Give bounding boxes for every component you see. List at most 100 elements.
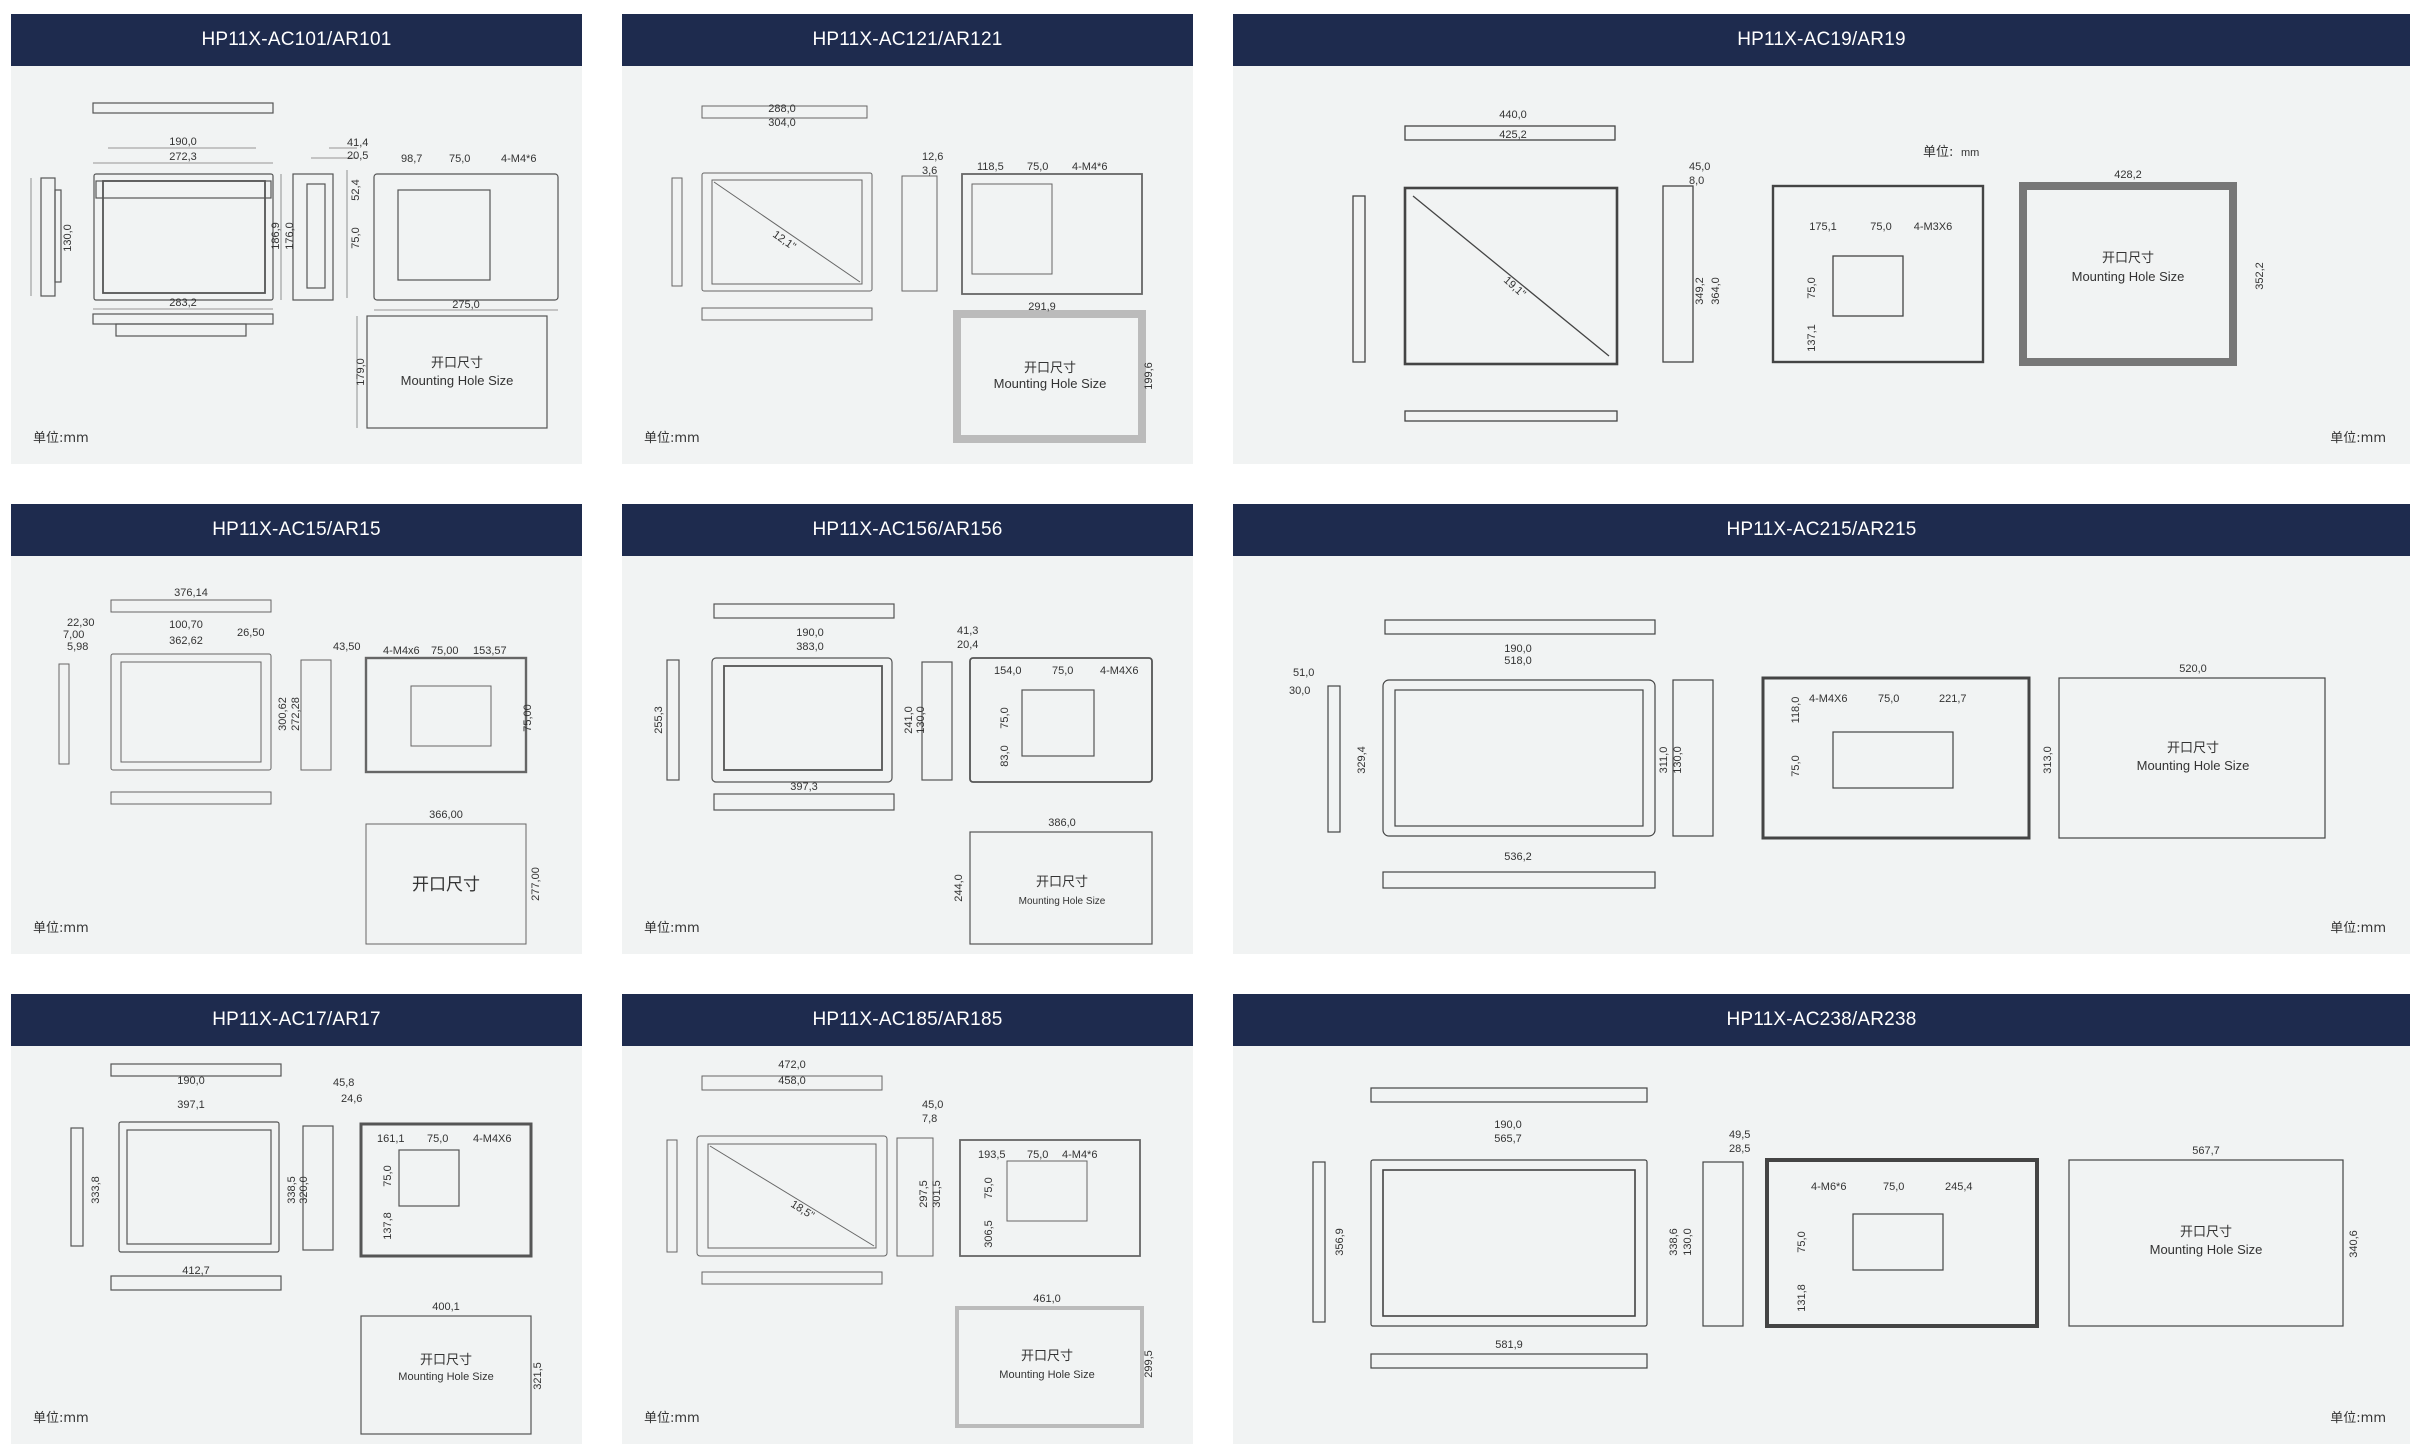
drawing-panel-ac215: HP11X-AC215/AR215 51,0 30,0 190,0 518,0 … [1233, 504, 2410, 954]
dim-text: 176,0 [284, 222, 296, 250]
dim-text: 100,70 [169, 619, 203, 631]
dim-text: 153,57 [473, 645, 507, 657]
dim-text: 4-M4*6 [1072, 161, 1107, 173]
dim-text: 193,5 [978, 1149, 1006, 1161]
dim-text: 376,14 [174, 587, 208, 599]
dim-text: 41,4 [347, 137, 368, 149]
dim-text: 283,2 [169, 297, 197, 309]
unit-label: 单位:mm [33, 921, 89, 936]
dim-text: 118,5 [977, 161, 1004, 173]
dim-text: 425,2 [1499, 129, 1527, 141]
dim-text: 24,6 [341, 1093, 362, 1105]
hole-label-en: Mounting Hole Size [1019, 896, 1106, 907]
dim-text: 137,8 [382, 1212, 394, 1240]
dim-text: 245,4 [1945, 1181, 1973, 1193]
technical-drawing: 376,14 100,70 362,62 26,50 22,30 7,00 5,… [11, 556, 582, 954]
unit-label: 单位:mm [2330, 1411, 2386, 1426]
dim-text: 137,1 [1806, 324, 1818, 352]
unit-note-value: mm [1961, 147, 1979, 159]
drawing-svg: 190,0 565,7 49,5 28,5 356,9 338,6 130,0 … [1312, 1087, 2360, 1369]
dim-text: 190,0 [1494, 1119, 1522, 1131]
dim-text: 397,3 [790, 781, 818, 793]
dim-text: 19,1" [1501, 274, 1528, 300]
dim-text: 75,0 [427, 1133, 448, 1145]
drawing-panel-ac121: HP11X-AC121/AR121 288,0 304,0 12,6 3,6 1… [622, 14, 1193, 464]
dim-text: 12,6 [922, 151, 943, 163]
dim-text: 30,0 [1289, 685, 1310, 697]
dim-text: 41,3 [957, 625, 978, 637]
dim-text: 75,0 [1052, 665, 1073, 677]
dim-text: 45,0 [1689, 161, 1710, 173]
hole-label-cn: 开口尺寸 [1036, 875, 1088, 890]
dim-text: 154,0 [994, 665, 1022, 677]
dim-text: 161,1 [377, 1133, 405, 1145]
dim-text: 75,0 [1878, 693, 1899, 705]
dim-text: 75,00 [431, 645, 459, 657]
dim-text: 320,0 [298, 1176, 310, 1204]
unit-label: 单位:mm [644, 431, 700, 446]
dim-text: 567,7 [2192, 1145, 2220, 1157]
drawing-svg: 472,0 458,0 45,0 7,8 18,5" 297,5 301,5 1… [666, 1059, 1155, 1428]
dim-text: 520,0 [2179, 663, 2207, 675]
dim-text: 356,9 [1334, 1228, 1346, 1256]
dim-text: 3,6 [922, 165, 937, 177]
dim-text: 45,8 [333, 1077, 354, 1089]
dim-text: 277,00 [530, 867, 542, 901]
dim-text: 304,0 [768, 117, 796, 129]
technical-drawing: 51,0 30,0 190,0 518,0 329,4 311,0 130,0 … [1233, 556, 2410, 954]
dim-text: 366,00 [429, 809, 463, 821]
dim-text: 221,7 [1939, 693, 1967, 705]
dim-text: 49,5 [1729, 1129, 1750, 1141]
dim-text: 440,0 [1499, 109, 1527, 121]
dim-text: 4-M4X6 [1809, 693, 1848, 705]
panel-title: HP11X-AC156/AR156 [622, 504, 1193, 556]
dim-text: 7,00 [63, 629, 84, 641]
dim-text: 255,3 [653, 706, 665, 734]
dim-text: 321,5 [532, 1362, 544, 1390]
dim-text: 28,5 [1729, 1143, 1750, 1155]
drawing-svg: 190,0 383,0 41,3 20,4 154,0 75,0 4-M4X6 … [653, 603, 1153, 945]
dim-text: 175,1 [1809, 221, 1837, 233]
drawing-panel-ac156: HP11X-AC156/AR156 190,0 383,0 41,3 20,4 … [622, 504, 1193, 954]
dim-text: 52,4 [350, 179, 362, 200]
unit-note: 单位: [1923, 145, 1953, 160]
dim-text: 20,5 [347, 150, 368, 162]
dim-text: 130,0 [915, 706, 927, 734]
dim-text: 412,7 [182, 1265, 210, 1277]
unit-label: 单位:mm [33, 1411, 89, 1426]
dim-text: 130,0 [1682, 1228, 1694, 1256]
dim-text: 22,30 [67, 617, 95, 629]
dim-text: 275,0 [452, 299, 480, 311]
dim-text: 311,0 [1658, 747, 1670, 774]
dim-text: 352,2 [2254, 262, 2266, 290]
unit-label: 单位:mm [644, 921, 700, 936]
hole-label-en: Mounting Hole Size [398, 1371, 493, 1383]
dim-text: 75,0 [1027, 1149, 1048, 1161]
dim-text: 75,0 [1883, 1181, 1904, 1193]
dim-text: 118,0 [1790, 697, 1802, 724]
dim-text: 364,0 [1710, 277, 1722, 305]
dim-text: 333,8 [90, 1176, 102, 1204]
technical-drawing: 440,0 425,2 45,0 8,0 19,1" 349,2 364,0 1… [1233, 66, 2410, 464]
hole-label-en: Mounting Hole Size [2150, 1242, 2263, 1257]
hole-label-en: Mounting Hole Size [999, 1369, 1094, 1381]
hole-label-en: Mounting Hole Size [401, 373, 514, 388]
dim-text: 20,4 [957, 639, 978, 651]
dim-text: 7,8 [922, 1113, 937, 1125]
panel-title: HP11X-AC101/AR101 [11, 14, 582, 66]
dim-text: 428,2 [2114, 169, 2142, 181]
hole-label-cn: 开口尺寸 [2180, 1225, 2232, 1240]
dim-text: 4-M4X6 [473, 1133, 512, 1145]
dim-text: 8,0 [1689, 175, 1704, 187]
dim-text: 12,1" [770, 229, 798, 253]
panel-title: HP11X-AC19/AR19 [1233, 14, 2410, 66]
dim-text: 4-M4*6 [501, 153, 536, 165]
dim-text: 291,9 [1028, 301, 1056, 313]
technical-drawing: 288,0 304,0 12,6 3,6 118,5 75,0 4-M4*6 1… [622, 66, 1193, 464]
dim-text: 130,0 [62, 224, 74, 252]
dim-text: 190,0 [796, 627, 824, 639]
technical-drawing: 190,0 272,3 41,4 20,5 98,7 75,0 4-M4*6 1… [11, 66, 582, 464]
unit-label: 单位:mm [33, 431, 89, 446]
dim-text: 75,0 [999, 707, 1011, 728]
drawing-panel-ac185: HP11X-AC185/AR185 472,0 458,0 45,0 7,8 1… [622, 994, 1193, 1444]
